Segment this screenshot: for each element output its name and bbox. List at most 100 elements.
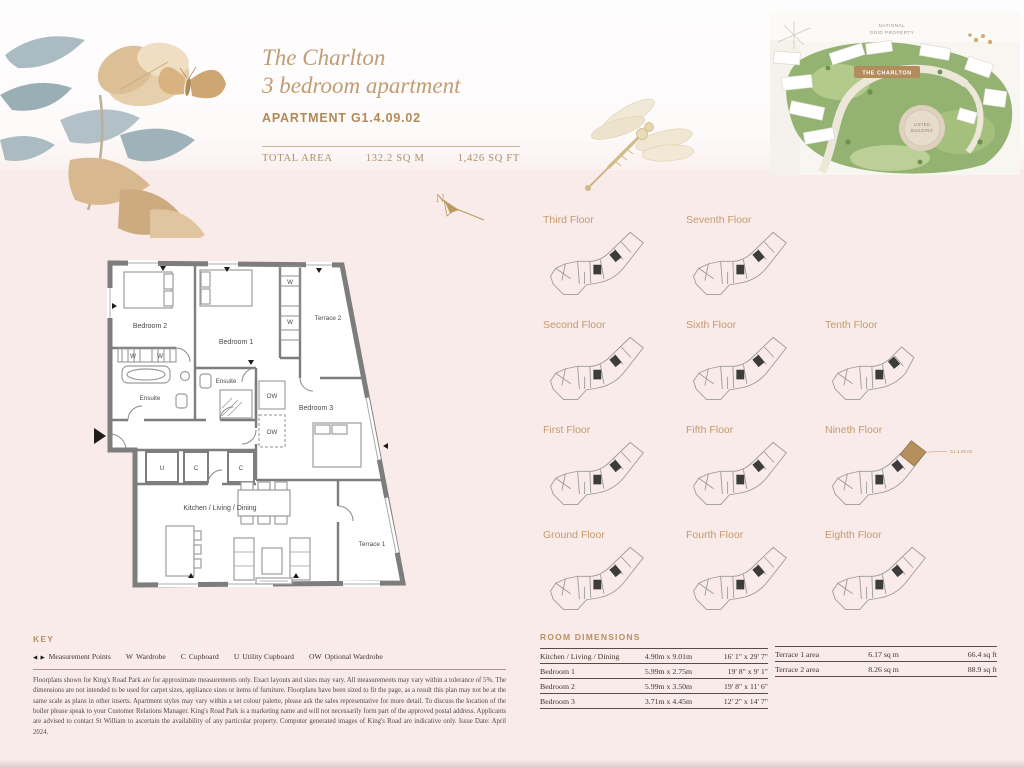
floor-cell: Seventh Floor xyxy=(681,214,820,319)
label-u: U xyxy=(160,465,164,472)
floor-cell-highlight: Nineth Floor G1.4.09.02 xyxy=(820,424,1020,529)
dimension-metric: 3.71m x 4.45m xyxy=(644,696,693,706)
key-symbol: ◀ ▶ xyxy=(33,655,46,661)
label-bedroom1: Bedroom 1 xyxy=(219,339,253,346)
header: The Charlton 3 bedroom apartment APARTME… xyxy=(262,44,460,125)
miniplan-diagram xyxy=(693,231,787,295)
key-title: KEY xyxy=(33,634,55,644)
dimension-name: Bedroom 1 xyxy=(540,666,575,676)
dimension-imperial: 88.9 sq ft xyxy=(967,664,997,674)
interior-walls xyxy=(110,263,383,583)
miniplan-diagram xyxy=(693,546,787,610)
label-w2: W xyxy=(157,353,163,360)
listed-label-2: BUILDING xyxy=(911,128,933,133)
apartment-floorplan: Bedroom 2 Bedroom 1 Bedroom 3 Terrace 2 … xyxy=(88,248,438,633)
floors-grid: Third Floor Seventh Floor Second Floor S… xyxy=(538,214,1020,634)
room-dimensions-rows: Kitchen / Living / Dining 4.90m x 9.01m … xyxy=(540,648,768,709)
floor-label: Sixth Floor xyxy=(686,319,737,331)
miniplan-diagram xyxy=(550,546,644,610)
miniplan-diagram xyxy=(832,546,926,610)
floor-cell: First Floor xyxy=(538,424,681,529)
label-w3: W xyxy=(287,279,293,286)
measurement-points xyxy=(94,266,388,578)
dimension-name: Bedroom 3 xyxy=(540,696,575,706)
dimension-row: Bedroom 1 5.99m x 2.75m 19' 8" x 9' 1" xyxy=(540,663,768,678)
charlton-pill xyxy=(854,66,920,78)
key-symbol: U xyxy=(233,652,240,661)
dimension-row: Terrace 2 area 8.26 sq m 88.9 sq ft xyxy=(775,661,997,676)
miniplan-diagram xyxy=(550,441,644,505)
doors xyxy=(109,347,354,522)
miniplan-diagram xyxy=(550,336,644,400)
floor-cell: Sixth Floor xyxy=(681,319,820,424)
label-c2: C xyxy=(239,465,244,472)
floor-label: Nineth Floor xyxy=(825,424,883,436)
map-national-grid-1: NATIONAL xyxy=(879,23,906,28)
label-terrace1: Terrace 1 xyxy=(359,541,386,548)
page-bottom-shadow xyxy=(0,759,1024,768)
room-dimensions: ROOM DIMENSIONS Kitchen / Living / Dinin… xyxy=(540,632,768,709)
floor-label: Eighth Floor xyxy=(825,529,882,541)
miniplan-diagram xyxy=(693,441,787,505)
dimension-name: Terrace 2 area xyxy=(775,664,820,674)
room-dimensions-title: ROOM DIMENSIONS xyxy=(540,632,641,642)
floor-label: Seventh Floor xyxy=(686,214,752,226)
wardrobes xyxy=(117,265,301,448)
key-label: Measurement Points xyxy=(48,652,111,661)
floor-label: Third Floor xyxy=(543,214,594,226)
label-c1: C xyxy=(194,465,199,472)
label-kitchen: Kitchen / Living / Dining xyxy=(183,505,256,512)
dimension-imperial: 19' 8" x 11' 6" xyxy=(724,681,768,691)
floor-cell: Second Floor xyxy=(538,319,681,424)
label-ow2: OW xyxy=(267,429,278,436)
site-map: NATIONAL GRID PROPERTY THE CHARLTON LIST… xyxy=(770,12,1020,180)
total-area-label: TOTAL AREA xyxy=(262,153,333,164)
terrace-areas-rows: Terrace 1 area 6.17 sq m 66.4 sq ft Terr… xyxy=(775,646,997,677)
miniplan-diagram xyxy=(693,336,787,400)
key-label: Cupboard xyxy=(188,652,219,661)
floor-label: Fourth Floor xyxy=(686,529,744,541)
dragonfly-icon xyxy=(585,98,695,191)
floor-cell: Eighth Floor xyxy=(820,529,1020,634)
map-trees xyxy=(825,65,983,165)
map-gold-trees xyxy=(968,33,993,45)
floor-cell: Fourth Floor xyxy=(681,529,820,634)
furniture xyxy=(121,269,362,585)
disclaimer-text: Floorplans shown for King's Road Park ar… xyxy=(33,669,506,738)
floor-label: Second Floor xyxy=(543,319,606,331)
dimension-row: Kitchen / Living / Dining 4.90m x 9.01m … xyxy=(540,648,768,663)
label-ensuite1: Ensuite xyxy=(140,395,161,402)
dimension-metric: 6.17 sq m xyxy=(868,649,899,659)
windows xyxy=(107,260,399,587)
dimension-metric: 8.26 sq m xyxy=(868,664,899,674)
butterfly-icon xyxy=(158,66,226,99)
dimension-row: Bedroom 2 5.99m x 3.50m 19' 8" x 11' 6" xyxy=(540,678,768,693)
dimension-row: Terrace 1 area 6.17 sq m 66.4 sq ft xyxy=(775,646,997,661)
key-label: Optional Wardrobe xyxy=(324,652,383,661)
title-line-1: The Charlton xyxy=(262,45,386,70)
apartment-number: APARTMENT G1.4.09.02 xyxy=(262,111,421,126)
title-line-2: 3 bedroom apartment xyxy=(262,72,461,98)
dimension-metric: 5.99m x 3.50m xyxy=(644,681,693,691)
dimension-metric: 5.99m x 2.75m xyxy=(644,666,693,676)
floor-cell: Tenth Floor xyxy=(820,319,1020,424)
key-label: Wardrobe xyxy=(136,652,166,661)
key-symbol: OW xyxy=(308,652,322,661)
label-ow1: OW xyxy=(267,393,278,400)
map-compass-icon xyxy=(777,21,811,49)
listed-label-1: LISTED xyxy=(914,122,930,127)
map-buildings xyxy=(773,39,1008,145)
label-ensuite2: Ensuite xyxy=(216,378,237,385)
floor-cell: Fifth Floor xyxy=(681,424,820,529)
dimension-metric: 4.90m x 9.01m xyxy=(644,651,693,661)
label-w4: W xyxy=(287,319,293,326)
key-symbol: W xyxy=(125,652,134,661)
miniplan-diagram xyxy=(832,346,915,400)
total-area-sqft: 1,426 SQ FT xyxy=(457,153,520,164)
north-compass-icon: N xyxy=(436,191,485,221)
